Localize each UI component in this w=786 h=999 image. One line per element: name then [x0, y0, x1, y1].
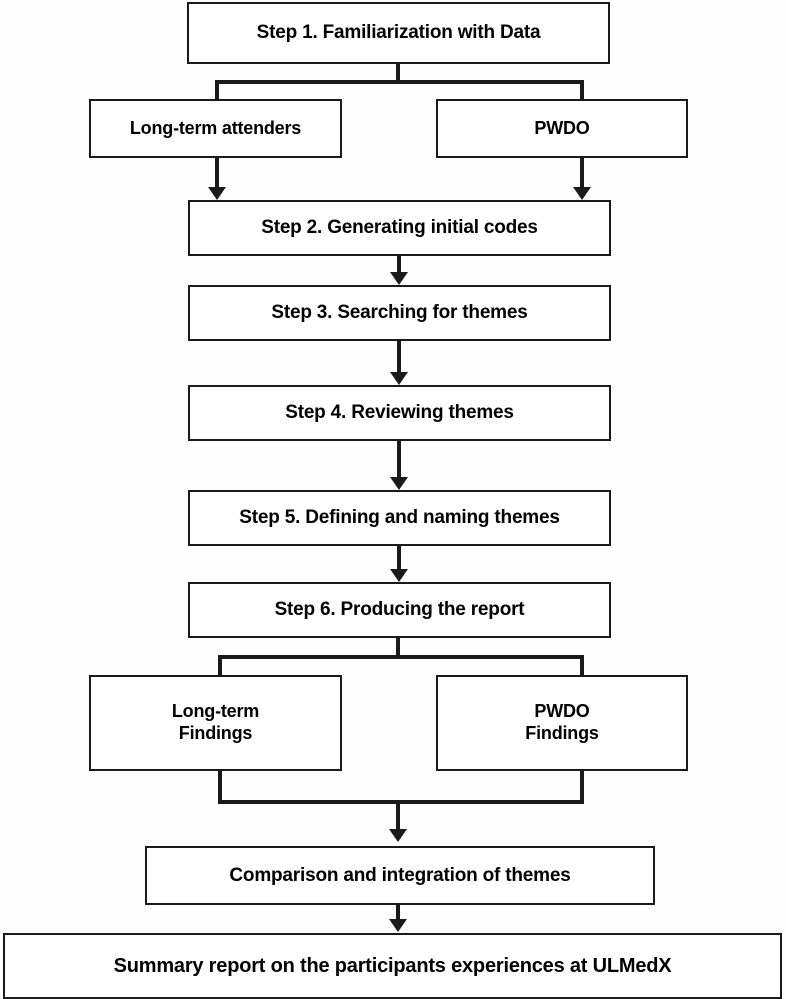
connector-split-left-drop — [215, 80, 219, 101]
node-summary-report-label: Summary report on the participants exper… — [113, 954, 672, 977]
arrowhead-longterm-to-step2 — [208, 187, 226, 200]
connector-step5-to-step6 — [397, 546, 401, 571]
connector-split-right-drop — [580, 80, 584, 101]
connector-step6-stem — [396, 638, 400, 657]
connector-merge-bus — [218, 800, 584, 804]
arrowhead-step5-to-step6 — [390, 569, 408, 582]
connector-pwdo-to-step2 — [580, 158, 584, 189]
node-long-term-findings-label: Long-term Findings — [171, 701, 260, 743]
node-step1: Step 1. Familiarization with Data — [187, 2, 610, 64]
node-comparison-label: Comparison and integration of themes — [229, 864, 571, 886]
connector-split-bus-lower — [218, 655, 584, 659]
node-step3: Step 3. Searching for themes — [188, 285, 611, 341]
arrowhead-step3-to-step4 — [390, 372, 408, 385]
node-step4-label: Step 4. Reviewing themes — [285, 402, 514, 424]
connector-merge-to-comparison — [396, 800, 400, 831]
node-pwdo-label: PWDO — [534, 117, 590, 138]
node-long-term-findings: Long-term Findings — [89, 675, 342, 771]
node-pwdo: PWDO — [436, 99, 688, 158]
connector-step4-to-step5 — [397, 441, 401, 479]
node-step1-label: Step 1. Familiarization with Data — [256, 22, 541, 44]
node-step6: Step 6. Producing the report — [188, 582, 611, 638]
connector-lower-split-right-drop — [580, 655, 584, 677]
connector-comparison-to-summary — [396, 905, 400, 921]
node-step5: Step 5. Defining and naming themes — [188, 490, 611, 546]
arrowhead-step2-to-step3 — [390, 272, 408, 285]
connector-split-bus-top — [215, 80, 584, 84]
node-long-term-attenders-label: Long-term attenders — [129, 117, 302, 138]
node-long-term-attenders: Long-term attenders — [89, 99, 342, 158]
node-pwdo-findings-label: PWDO Findings — [525, 701, 599, 743]
arrowhead-pwdo-to-step2 — [573, 187, 591, 200]
node-step6-label: Step 6. Producing the report — [274, 599, 525, 621]
node-step2: Step 2. Generating initial codes — [188, 200, 611, 256]
connector-ltfindings-drop — [218, 771, 222, 804]
connector-step3-to-step4 — [397, 341, 401, 374]
arrowhead-merge-to-comparison — [389, 829, 407, 842]
arrowhead-step4-to-step5 — [390, 477, 408, 490]
node-summary-report: Summary report on the participants exper… — [3, 933, 782, 999]
connector-lower-split-left-drop — [218, 655, 222, 677]
node-step2-label: Step 2. Generating initial codes — [261, 217, 538, 239]
connector-longterm-to-step2 — [215, 158, 219, 189]
connector-step1-stem — [396, 62, 400, 83]
node-comparison: Comparison and integration of themes — [145, 846, 655, 905]
connector-pwdofindings-drop — [580, 771, 584, 804]
node-step3-label: Step 3. Searching for themes — [271, 302, 528, 324]
connector-step2-to-step3 — [397, 256, 401, 275]
node-pwdo-findings: PWDO Findings — [436, 675, 688, 771]
arrowhead-comparison-to-summary — [389, 919, 407, 932]
node-step4: Step 4. Reviewing themes — [188, 385, 611, 441]
node-step5-label: Step 5. Defining and naming themes — [239, 507, 560, 529]
